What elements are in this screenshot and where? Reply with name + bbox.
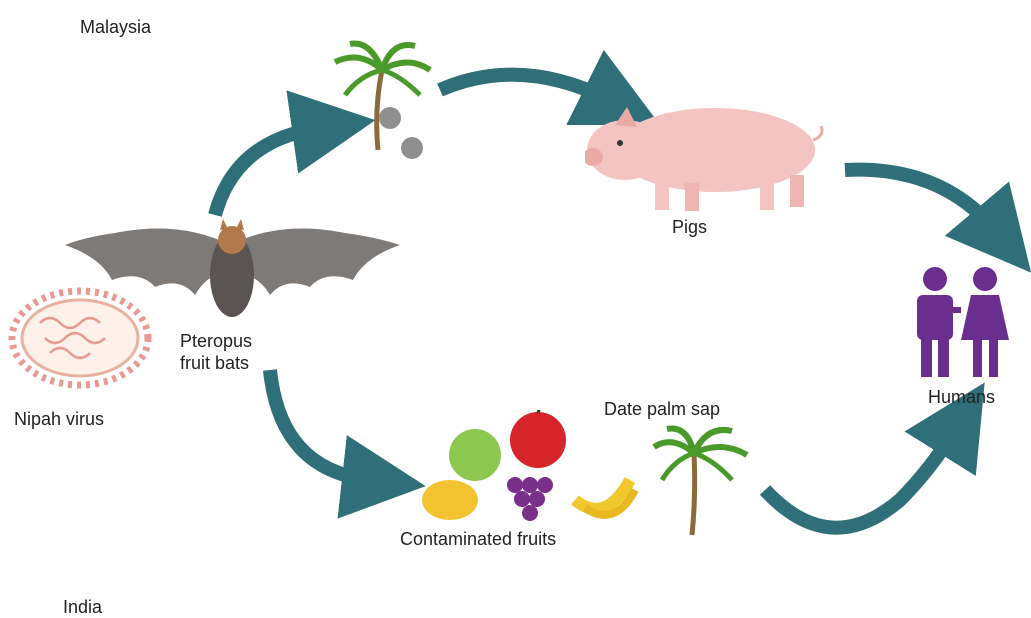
arrow-pig-to-humans [845, 170, 995, 230]
pigs-label: Pigs [672, 216, 707, 238]
fruits-icon [420, 410, 650, 530]
humans-label: Humans [928, 386, 995, 408]
bat-label-line1: Pteropus [180, 330, 252, 352]
palm-tree-sap-icon [652, 425, 752, 540]
humans-icon [905, 265, 1015, 380]
palm-tree-icon [330, 40, 440, 160]
fruits-label: Contaminated fruits [400, 528, 556, 550]
arrow-bat-to-fruits [270, 370, 370, 480]
bat-label-line2: fruit bats [180, 352, 249, 374]
pig-icon [585, 95, 835, 215]
virus-label: Nipah virus [14, 408, 104, 430]
region-label-malaysia: Malaysia [80, 16, 151, 38]
arrow-sap-to-humans [765, 430, 955, 528]
virus-icon [5, 283, 165, 393]
arrow-bat-to-palm [215, 128, 320, 215]
region-label-india: India [63, 596, 102, 618]
sap-label: Date palm sap [604, 398, 720, 420]
